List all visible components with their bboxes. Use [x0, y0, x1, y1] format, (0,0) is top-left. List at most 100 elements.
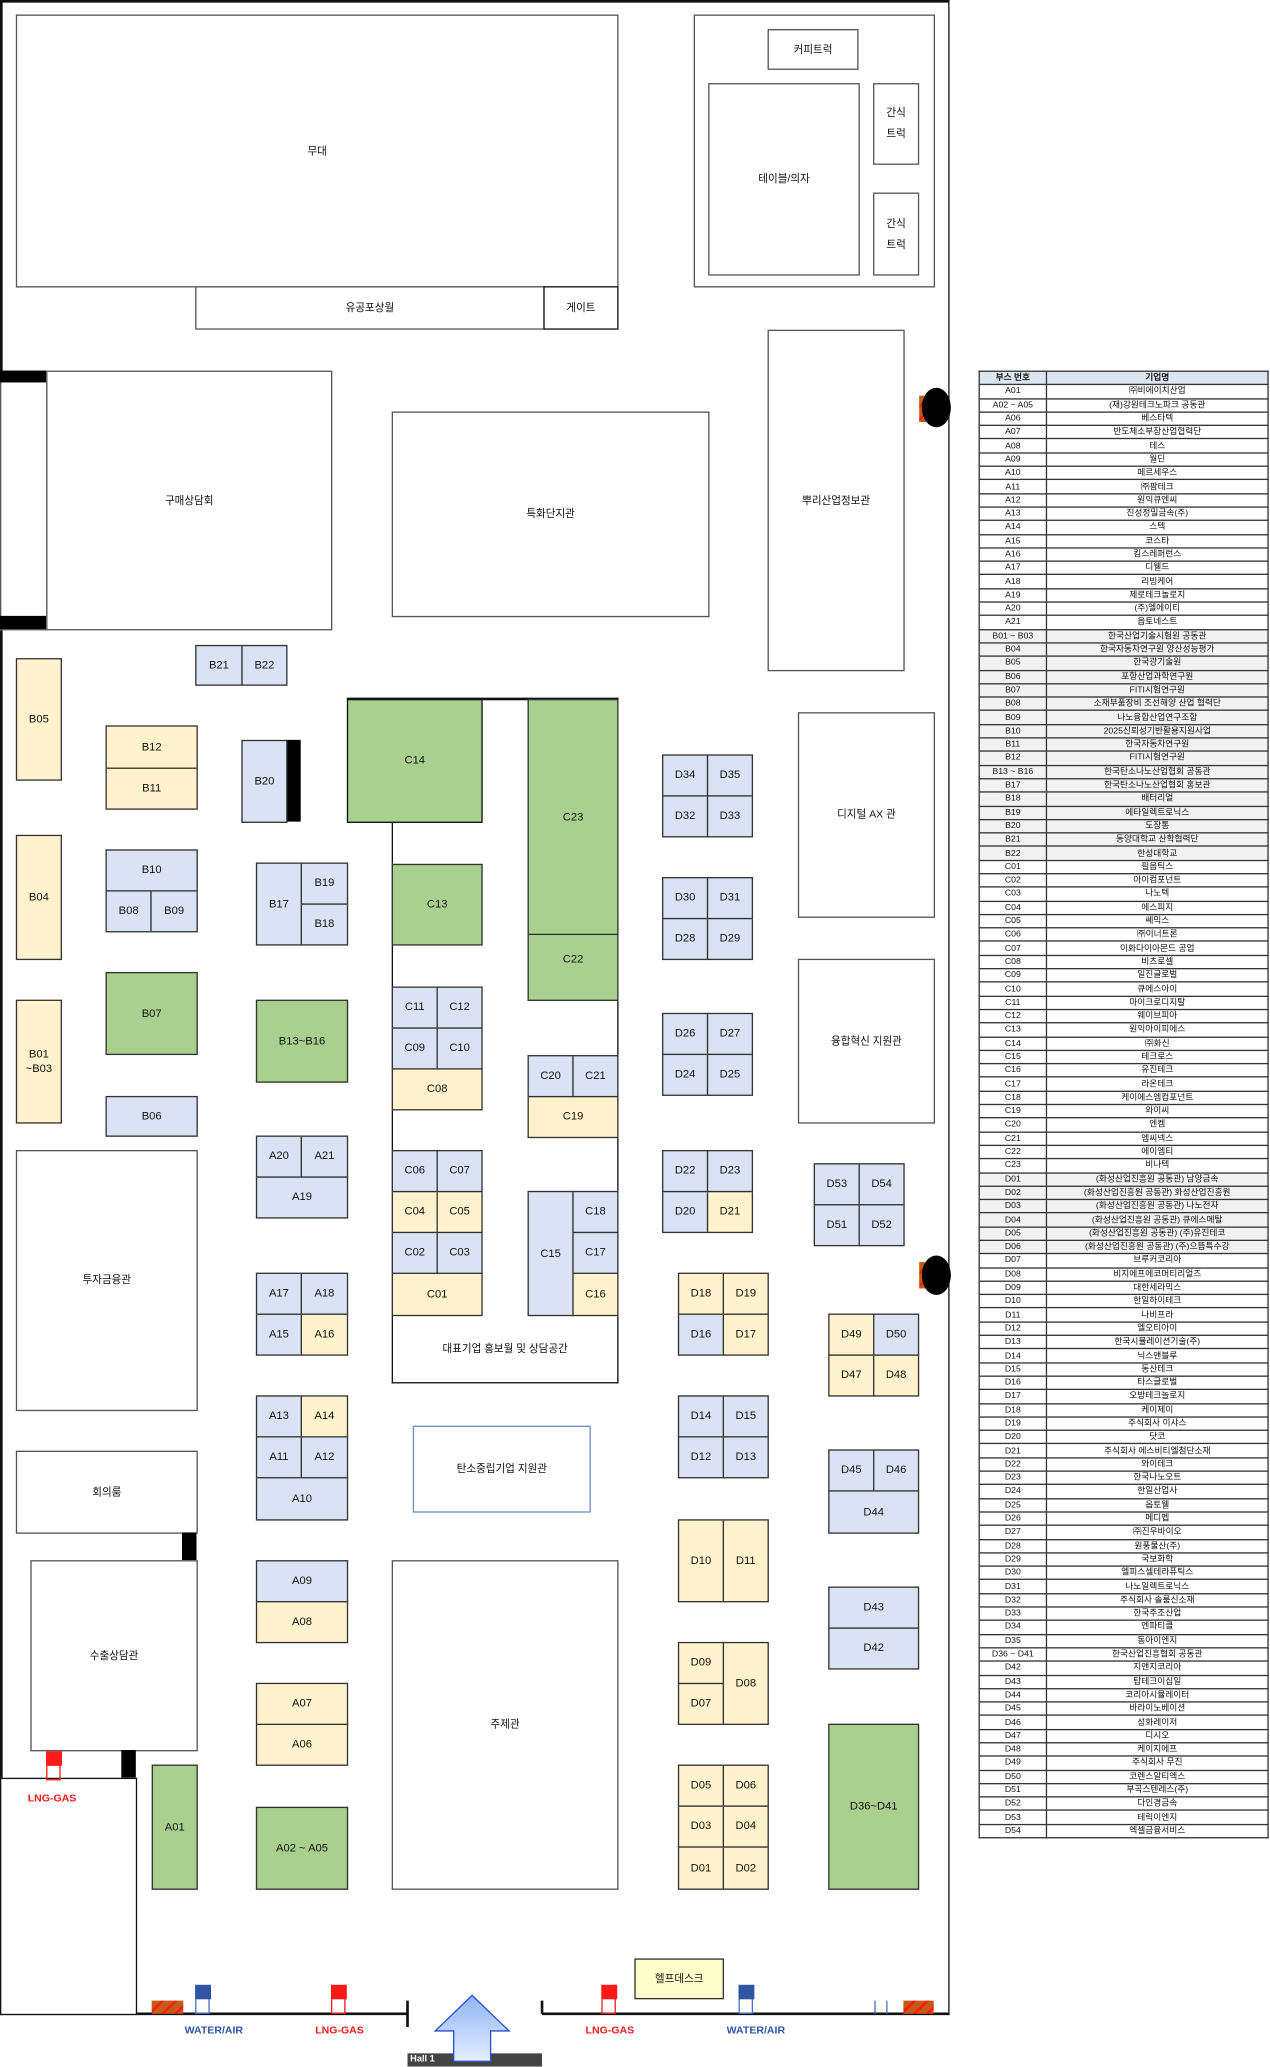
booth-D17[interactable]: D17: [722, 1313, 769, 1356]
booth-D48[interactable]: D48: [873, 1354, 920, 1397]
booth-A16[interactable]: A16: [300, 1313, 349, 1356]
booth-D02[interactable]: D02: [722, 1846, 769, 1890]
booth-B22[interactable]: B22: [241, 644, 288, 686]
booth-D52[interactable]: D52: [858, 1204, 905, 1247]
booth-A07[interactable]: A07: [255, 1682, 349, 1725]
booth-B05[interactable]: B05: [15, 658, 62, 781]
booth-D50[interactable]: D50: [873, 1313, 920, 1356]
booth-D28[interactable]: D28: [662, 917, 709, 961]
booth-C16[interactable]: C16: [572, 1272, 619, 1317]
booth-D18[interactable]: D18: [677, 1272, 725, 1315]
booth-D07[interactable]: D07: [677, 1682, 725, 1725]
booth-D14[interactable]: D14: [677, 1395, 725, 1438]
booth-C08[interactable]: C08: [391, 1068, 483, 1111]
booth-C13[interactable]: C13: [391, 863, 483, 946]
booth-B06[interactable]: B06: [105, 1095, 198, 1137]
booth-D10[interactable]: D10: [677, 1519, 725, 1603]
booth-B21[interactable]: B21: [195, 644, 243, 686]
booth-D22[interactable]: D22: [662, 1149, 709, 1193]
booth-C14[interactable]: C14: [346, 698, 483, 823]
booth-D44[interactable]: D44: [828, 1490, 920, 1534]
booth-D03[interactable]: D03: [677, 1805, 725, 1848]
booth-B19[interactable]: B19: [300, 862, 349, 905]
booth-A14[interactable]: A14: [300, 1395, 349, 1438]
booth-C15[interactable]: C15: [527, 1190, 574, 1317]
booth-D33[interactable]: D33: [706, 795, 754, 838]
booth-B09[interactable]: B09: [150, 890, 198, 933]
booth-A21[interactable]: A21: [300, 1135, 349, 1178]
booth-A17[interactable]: A17: [255, 1272, 303, 1315]
booth-C01[interactable]: C01: [391, 1272, 483, 1317]
booth-B01-B03[interactable]: B01 ~B03: [15, 999, 62, 1124]
booth-C04[interactable]: C04: [391, 1190, 438, 1234]
booth-D31[interactable]: D31: [706, 877, 754, 920]
booth-A02-A05[interactable]: A02 ~ A05: [255, 1806, 349, 1890]
booth-D16[interactable]: D16: [677, 1313, 725, 1356]
booth-C07[interactable]: C07: [436, 1149, 483, 1193]
booth-D06[interactable]: D06: [722, 1764, 769, 1807]
booth-C20[interactable]: C20: [527, 1055, 574, 1098]
booth-C21[interactable]: C21: [572, 1055, 619, 1098]
booth-A06[interactable]: A06: [255, 1723, 349, 1766]
booth-D15[interactable]: D15: [722, 1395, 769, 1438]
booth-A20[interactable]: A20: [255, 1135, 303, 1178]
booth-B07[interactable]: B07: [105, 971, 198, 1056]
booth-A09[interactable]: A09: [255, 1560, 349, 1603]
booth-D42[interactable]: D42: [828, 1627, 920, 1670]
booth-D24[interactable]: D24: [662, 1053, 709, 1096]
booth-D04[interactable]: D04: [722, 1805, 769, 1848]
booth-D51[interactable]: D51: [813, 1204, 860, 1247]
booth-D25[interactable]: D25: [706, 1053, 754, 1096]
booth-C19[interactable]: C19: [527, 1095, 619, 1139]
booth-C12[interactable]: C12: [436, 986, 483, 1029]
booth-D46[interactable]: D46: [873, 1449, 920, 1492]
booth-C11[interactable]: C11: [391, 986, 438, 1029]
booth-B11[interactable]: B11: [105, 767, 198, 810]
booth-B08[interactable]: B08: [105, 890, 152, 933]
booth-D35[interactable]: D35: [706, 754, 754, 797]
booth-C18[interactable]: C18: [572, 1190, 619, 1234]
booth-D20[interactable]: D20: [662, 1190, 709, 1234]
booth-A01[interactable]: A01: [151, 1764, 198, 1890]
booth-D26[interactable]: D26: [662, 1012, 709, 1056]
booth-D32[interactable]: D32: [662, 795, 709, 838]
booth-D13[interactable]: D13: [722, 1436, 769, 1479]
booth-D34[interactable]: D34: [662, 754, 709, 797]
booth-B17[interactable]: B17: [255, 862, 303, 946]
booth-A19[interactable]: A19: [255, 1176, 349, 1219]
booth-C10[interactable]: C10: [436, 1027, 483, 1070]
booth-A18[interactable]: A18: [300, 1272, 349, 1315]
booth-C23[interactable]: C23: [527, 698, 619, 936]
booth-D45[interactable]: D45: [828, 1449, 875, 1492]
booth-D47[interactable]: D47: [828, 1354, 875, 1397]
booth-D27[interactable]: D27: [706, 1012, 754, 1056]
booth-D09[interactable]: D09: [677, 1641, 725, 1685]
booth-D05[interactable]: D05: [677, 1764, 725, 1807]
booth-D11[interactable]: D11: [722, 1519, 769, 1603]
booth-D23[interactable]: D23: [706, 1149, 754, 1193]
booth-A10[interactable]: A10: [255, 1477, 349, 1521]
booth-C03[interactable]: C03: [436, 1231, 483, 1274]
booth-B18[interactable]: B18: [300, 903, 349, 946]
booth-D49[interactable]: D49: [828, 1313, 875, 1356]
booth-D54[interactable]: D54: [858, 1163, 905, 1206]
booth-A08[interactable]: A08: [255, 1601, 349, 1644]
booth-C06[interactable]: C06: [391, 1149, 438, 1193]
booth-B10[interactable]: B10: [105, 849, 198, 892]
booth-C17[interactable]: C17: [572, 1231, 619, 1274]
booth-C09[interactable]: C09: [391, 1027, 438, 1070]
booth-D12[interactable]: D12: [677, 1436, 725, 1479]
booth-D21[interactable]: D21: [706, 1190, 754, 1234]
booth-B13-B16[interactable]: B13~B16: [255, 999, 349, 1083]
booth-D29[interactable]: D29: [706, 917, 754, 961]
booth-B20[interactable]: B20: [241, 739, 288, 823]
booth-D36-D41[interactable]: D36~D41: [828, 1723, 920, 1890]
booth-D43[interactable]: D43: [828, 1586, 920, 1629]
booth-B04[interactable]: B04: [15, 834, 62, 961]
booth-D53[interactable]: D53: [813, 1163, 860, 1206]
booth-D08[interactable]: D08: [722, 1641, 769, 1725]
booth-A15[interactable]: A15: [255, 1313, 303, 1356]
booth-A12[interactable]: A12: [300, 1436, 349, 1479]
booth-D30[interactable]: D30: [662, 877, 709, 920]
booth-A13[interactable]: A13: [255, 1395, 303, 1438]
